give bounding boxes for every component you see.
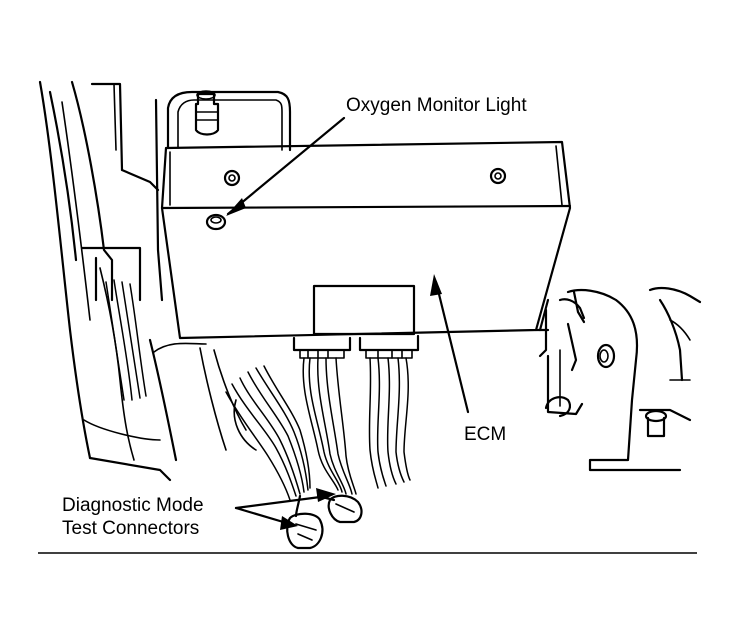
label-oxygen-monitor-light: Oxygen Monitor Light [346,95,527,116]
wiring-harness [153,342,411,501]
leader-ecm [430,274,470,414]
bracket-bolt [194,90,220,136]
diagnostic-test-connector-upper [316,494,363,524]
diagnostic-test-connector-lower [286,494,324,550]
leader-diagnostic-connectors [234,488,336,530]
ecm-screw-left [223,169,241,187]
label-test-connectors: Test Connectors [62,518,199,539]
label-diagnostic-mode: Diagnostic Mode [62,495,204,516]
leader-oxygen-monitor-light [226,116,346,216]
label-ecm: ECM [464,424,506,445]
oxygen-monitor-light-lens [205,213,227,231]
ecm-module [160,140,572,340]
ecm-label-window [312,284,416,336]
right-side-assembly [534,286,702,472]
ecm-screw-right [489,167,507,185]
left-body-panel [38,80,178,482]
ecm-connector-left [292,336,352,359]
ecm-connector-right [358,334,420,359]
mounting-bracket [166,90,292,152]
